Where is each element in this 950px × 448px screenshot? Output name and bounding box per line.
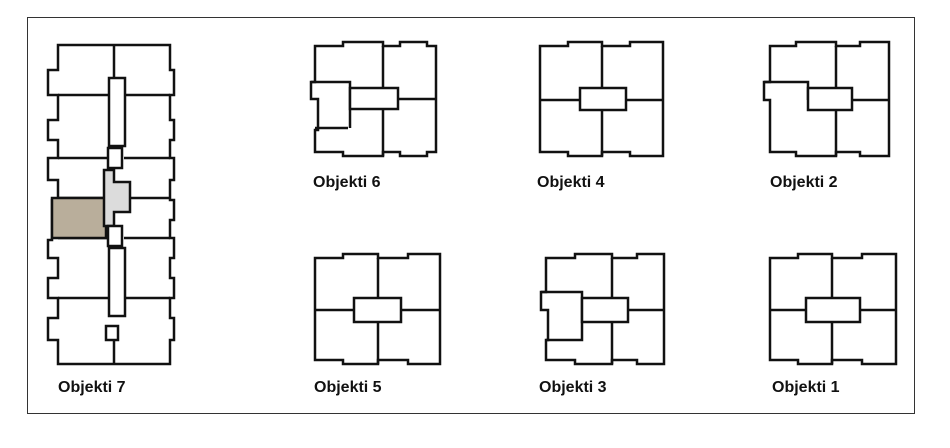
objekti-3-outline	[539, 252, 666, 366]
objekti-4-core	[578, 86, 628, 112]
label-objekti-5: Objekti 5	[314, 379, 382, 396]
objekti-5-core	[352, 296, 403, 324]
plan-objekti-3[interactable]	[539, 252, 666, 366]
objekti-7-core-b	[106, 224, 124, 248]
label-objekti-3: Objekti 3	[539, 379, 607, 396]
objekti-2-outline	[762, 40, 891, 158]
objekti-7-core-a	[106, 146, 124, 170]
label-objekti-2: Objekti 2	[770, 174, 838, 191]
objekti-7-core-lower	[107, 246, 127, 318]
objekti-7-highlighted-core[interactable]	[102, 168, 132, 228]
objekti-1-divisions	[770, 258, 896, 364]
objekti-4-divisions	[540, 46, 663, 156]
objekti-6-outline	[309, 40, 438, 158]
objekti-7-outline	[46, 43, 176, 366]
label-objekti-1: Objekti 1	[772, 379, 840, 396]
plan-objekti-5[interactable]	[313, 252, 442, 366]
label-objekti-7: Objekti 7	[58, 379, 126, 396]
objekti-6-divisions	[311, 46, 436, 156]
plan-objekti-2[interactable]	[762, 40, 891, 158]
objekti-7-core-c	[104, 324, 120, 342]
plan-objekti-1[interactable]	[768, 252, 898, 366]
plan-objekti-6[interactable]	[309, 40, 438, 158]
diagram-frame	[27, 17, 915, 414]
objekti-5-divisions	[315, 258, 440, 364]
objekti-7-core-upper	[107, 76, 127, 148]
plan-objekti-7[interactable]	[46, 43, 176, 366]
objekti-3-divisions	[541, 258, 664, 364]
plan-objekti-4[interactable]	[538, 40, 665, 158]
objekti-3-core	[580, 296, 630, 324]
label-objekti-6: Objekti 6	[313, 174, 381, 191]
objekti-2-core	[806, 86, 854, 112]
objekti-7-highlighted-unit[interactable]	[50, 196, 108, 240]
objekti-1-core	[804, 296, 862, 324]
objekti-2-divisions	[764, 46, 889, 156]
objekti-6-core	[348, 86, 400, 111]
label-objekti-4: Objekti 4	[537, 174, 605, 191]
